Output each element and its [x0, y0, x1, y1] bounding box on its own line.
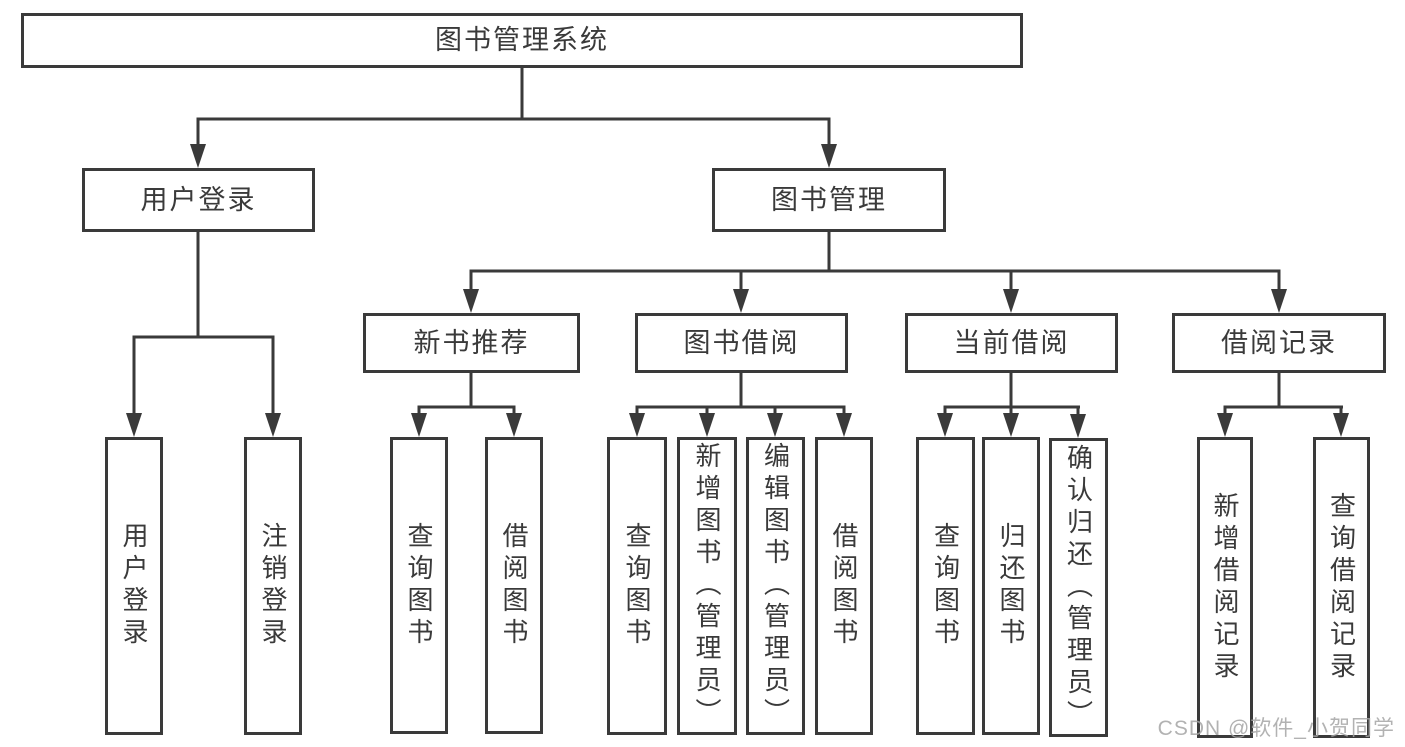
node-login-action: 用户登录: [105, 437, 163, 735]
node-records-query-borrow-record: 查询借阅记录: [1313, 437, 1370, 738]
node-label-borrowing-add-books-admin: 新增图书（管理员）: [692, 442, 722, 730]
connector-root-to-level1: [190, 68, 837, 168]
node-new-book-recommend: 新书推荐: [363, 313, 580, 373]
node-label-book-borrowing: 图书借阅: [683, 327, 800, 358]
node-label-borrowing-query-books: 查询图书: [622, 522, 652, 650]
node-label-recommend-borrow-books: 借阅图书: [499, 521, 529, 650]
connector-new-book-recommend-children: [411, 373, 522, 437]
node-label-book-management: 图书管理: [771, 184, 887, 215]
node-label-borrow-records: 借阅记录: [1221, 327, 1337, 358]
node-current-return-books: 归还图书: [982, 437, 1040, 735]
node-label-current-confirm-return-admin: 确认归还（管理员）: [1063, 443, 1094, 732]
node-borrow-records: 借阅记录: [1172, 313, 1386, 373]
node-label-user-login: 用户登录: [140, 184, 257, 215]
node-label-current-borrowing: 当前借阅: [953, 327, 1070, 358]
node-book-management: 图书管理: [712, 168, 946, 232]
node-recommend-query-books: 查询图书: [390, 437, 448, 734]
node-label-root: 图书管理系统: [435, 25, 609, 55]
node-logout-action: 注销登录: [244, 437, 302, 735]
node-label-borrowing-borrow-books: 借阅图书: [829, 522, 859, 650]
node-current-confirm-return-admin: 确认归还（管理员）: [1049, 438, 1108, 737]
node-current-borrowing: 当前借阅: [905, 313, 1118, 373]
node-borrowing-edit-books-admin: 编辑图书（管理员）: [746, 437, 805, 735]
node-label-borrowing-edit-books-admin: 编辑图书（管理员）: [760, 442, 791, 730]
node-label-records-query-borrow-record: 查询借阅记录: [1326, 491, 1357, 684]
node-label-login-action: 用户登录: [119, 522, 149, 650]
node-label-recommend-query-books: 查询图书: [404, 521, 434, 650]
node-label-new-book-recommend: 新书推荐: [413, 327, 530, 358]
node-label-logout-action: 注销登录: [258, 522, 288, 650]
node-records-add-borrow-record: 新增借阅记录: [1197, 437, 1253, 738]
node-user-login: 用户登录: [82, 168, 315, 232]
connector-book-management-children: [463, 232, 1287, 313]
node-borrowing-borrow-books: 借阅图书: [815, 437, 873, 735]
node-label-records-add-borrow-record: 新增借阅记录: [1210, 491, 1240, 684]
connector-borrow-records-children: [1217, 373, 1349, 437]
connector-current-borrowing-children: [937, 373, 1086, 438]
node-label-current-query-books: 查询图书: [930, 522, 961, 650]
node-library-management-system: 图书管理系统: [21, 13, 1023, 68]
connector-book-borrowing-children: [629, 373, 852, 437]
node-label-current-return-books: 归还图书: [996, 522, 1026, 650]
node-book-borrowing: 图书借阅: [635, 313, 848, 373]
node-borrowing-add-books-admin: 新增图书（管理员）: [677, 437, 737, 735]
node-recommend-borrow-books: 借阅图书: [485, 437, 543, 734]
connector-user-login-children: [126, 232, 281, 437]
node-borrowing-query-books: 查询图书: [607, 437, 667, 735]
csdn-watermark: CSDN @软件_小贺同学: [1157, 717, 1395, 740]
node-current-query-books: 查询图书: [916, 437, 975, 735]
